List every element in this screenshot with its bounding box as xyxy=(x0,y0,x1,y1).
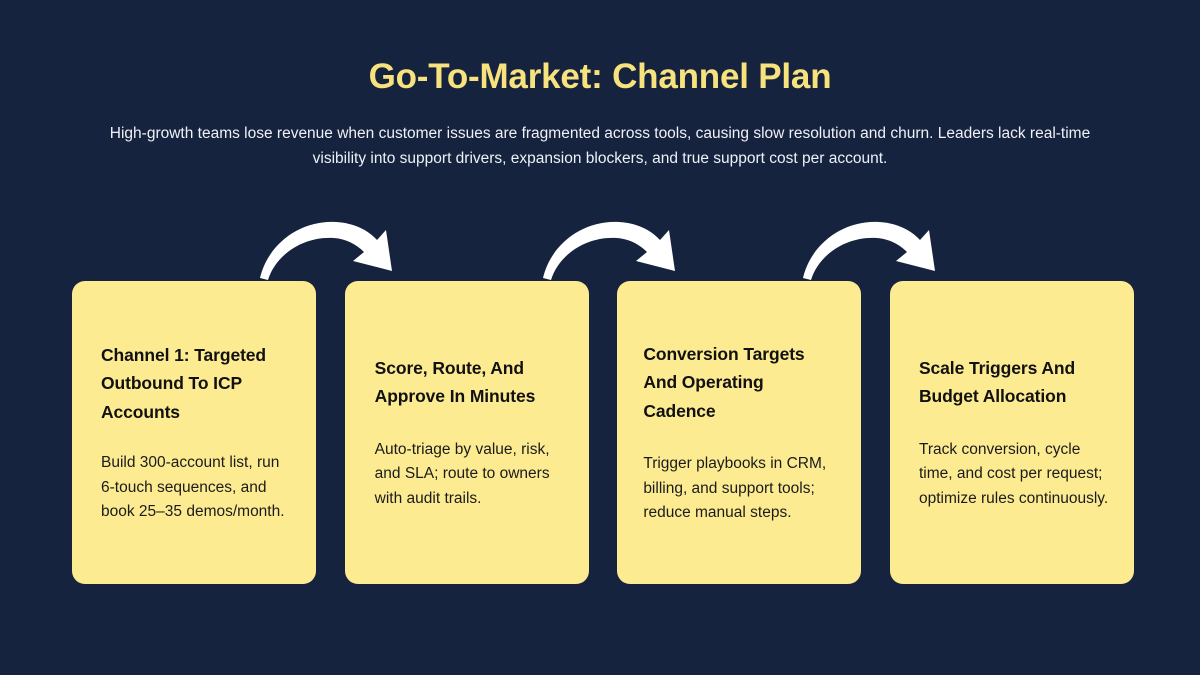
curved-arrow-icon-2 xyxy=(541,214,681,282)
curved-arrow-icon-3 xyxy=(801,214,941,282)
card-body: Trigger playbooks in CRM, billing, and s… xyxy=(643,455,827,521)
channel-card-2[interactable]: Score, Route, And Approve In Minutes Aut… xyxy=(344,281,589,584)
slide-header: Go-To-Market: Channel Plan High-growth t… xyxy=(0,0,1200,171)
card-body: Auto-triage by value, risk, and SLA; rou… xyxy=(374,440,550,507)
channel-card-3[interactable]: Conversion Targets And Operating Cadence… xyxy=(617,281,862,584)
curved-arrow-icon-1 xyxy=(258,214,398,282)
page-subtitle: High-growth teams lose revenue when cust… xyxy=(109,125,1091,167)
page-title: Go-To-Market: Channel Plan xyxy=(368,57,832,96)
card-heading: Scale Triggers And Budget Allocation xyxy=(918,357,1076,407)
channel-card-1[interactable]: Channel 1: Targeted Outbound To ICP Acco… xyxy=(72,281,316,584)
card-heading: Channel 1: Targeted Outbound To ICP Acco… xyxy=(101,344,267,422)
card-heading: Score, Route, And Approve In Minutes xyxy=(374,357,536,407)
card-body: Build 300-account list, run 6-touch sequ… xyxy=(101,454,285,520)
card-heading: Conversion Targets And Operating Cadence xyxy=(643,343,805,421)
channel-plan-card-row: Channel 1: Targeted Outbound To ICP Acco… xyxy=(72,281,1134,584)
card-body: Track conversion, cycle time, and cost p… xyxy=(918,440,1109,507)
channel-card-4[interactable]: Scale Triggers And Budget Allocation Tra… xyxy=(889,281,1134,584)
